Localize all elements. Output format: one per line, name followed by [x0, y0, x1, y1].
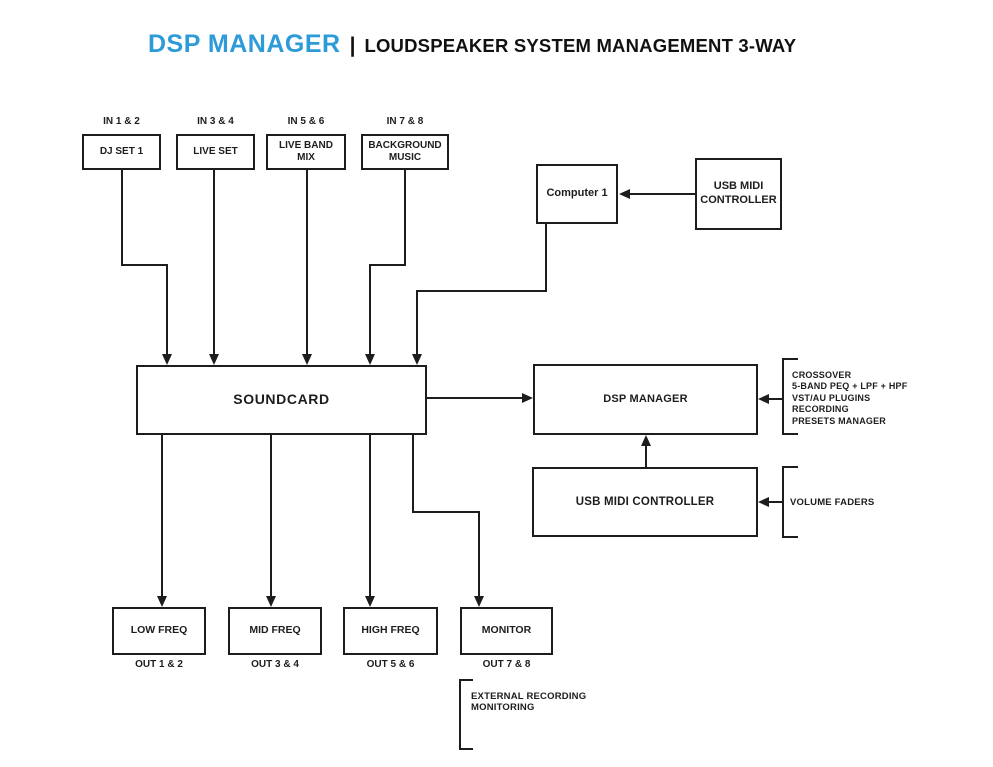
dsp-feature-item: PRESETS MANAGER: [792, 415, 887, 426]
node-usb-midi-controller-bottom: USB MIDI CONTROLLER: [532, 467, 758, 537]
connector-live-set-to-soundcard: [213, 170, 215, 355]
connector-soundcard-to-dsp-manager: [427, 397, 523, 399]
connector-dj-set-to-soundcard: [121, 170, 123, 266]
annotation-bracket-dsp-features: [782, 358, 798, 435]
input-port-label: IN 1 & 2: [103, 116, 140, 127]
arrowhead-down-icon: [162, 354, 172, 365]
node-usb-midi-controller-top: USB MIDI CONTROLLER: [695, 158, 782, 230]
node-background-music: BACKGROUND MUSIC: [361, 134, 449, 170]
connector-computer-to-soundcard: [416, 290, 418, 355]
arrowhead-down-icon: [365, 354, 375, 365]
arrowhead-up-icon: [641, 435, 651, 446]
node-soundcard: SOUNDCARD: [136, 365, 427, 435]
connector-soundcard-to-low-freq: [161, 435, 163, 596]
annotation-bracket-volume-faders: [782, 466, 798, 538]
node-monitor: MONITOR: [460, 607, 553, 655]
monitor-note-line: MONITORING: [471, 702, 535, 714]
connector-dj-set-to-soundcard: [166, 264, 168, 355]
dsp-feature-item: RECORDING: [792, 404, 849, 415]
arrowhead-left-icon: [619, 189, 630, 199]
arrowhead-left-icon: [758, 497, 769, 507]
page-title: DSP MANAGER | LOUDSPEAKER SYSTEM MANAGEM…: [148, 30, 796, 59]
node-dsp-manager: DSP MANAGER: [533, 364, 758, 435]
arrowhead-down-icon: [474, 596, 484, 607]
title-subtitle: LOUDSPEAKER SYSTEM MANAGEMENT 3-WAY: [364, 35, 797, 56]
monitor-note: EXTERNAL RECORDING MONITORING: [471, 691, 586, 714]
dsp-feature-list: CROSSOVER 5-BAND PEQ + LPF + HPF VST/AU …: [792, 370, 907, 427]
dsp-feature-item: VST/AU PLUGINS: [792, 392, 871, 403]
input-port-label: IN 5 & 6: [287, 116, 325, 127]
connector-background-music-to-soundcard: [369, 264, 371, 355]
node-low-freq: LOW FREQ: [112, 607, 206, 655]
output-port-label: OUT 5 & 6: [366, 659, 415, 670]
connector-live-band-mix-to-soundcard: [306, 170, 308, 355]
connector-features-to-dsp-manager: [769, 398, 782, 400]
output-port-label: OUT 7 & 8: [482, 659, 531, 670]
node-mid-freq: MID FREQ: [228, 607, 322, 655]
connector-usb-midi-to-computer: [630, 193, 695, 195]
title-brand: DSP MANAGER: [148, 30, 341, 58]
output-port-label: OUT 1 & 2: [135, 659, 183, 670]
node-high-freq: HIGH FREQ: [343, 607, 438, 655]
arrowhead-down-icon: [412, 354, 422, 365]
node-live-band-mix: LIVE BAND MIX: [266, 134, 346, 170]
monitor-note-line: EXTERNAL RECORDING: [471, 691, 587, 702]
dsp-feature-item: 5-BAND PEQ + LPF + HPF: [792, 381, 908, 392]
connector-soundcard-to-monitor: [412, 435, 414, 513]
connector-soundcard-to-high-freq: [369, 435, 371, 596]
node-live-set: LIVE SET: [176, 134, 255, 170]
connector-usb-midi-to-dsp-manager: [645, 446, 647, 467]
connector-computer-to-soundcard: [545, 224, 547, 292]
arrowhead-left-icon: [758, 394, 769, 404]
node-computer-1: Computer 1: [536, 164, 618, 224]
node-dj-set-1: DJ SET 1: [82, 134, 161, 170]
connector-background-music-to-soundcard: [404, 170, 406, 266]
arrowhead-down-icon: [365, 596, 375, 607]
arrowhead-down-icon: [302, 354, 312, 365]
connector-soundcard-to-mid-freq: [270, 435, 272, 596]
volume-faders-label: VOLUME FADERS: [790, 497, 875, 508]
arrowhead-down-icon: [266, 596, 276, 607]
arrowhead-down-icon: [209, 354, 219, 365]
input-port-label: IN 7 & 8: [386, 116, 424, 127]
connector-soundcard-to-monitor: [412, 511, 480, 513]
connector-computer-to-soundcard: [416, 290, 547, 292]
connector-background-music-to-soundcard: [369, 264, 406, 266]
annotation-bracket-monitor-note: [459, 679, 473, 750]
title-separator: |: [349, 34, 356, 57]
arrowhead-down-icon: [157, 596, 167, 607]
dsp-feature-item: CROSSOVER: [792, 370, 852, 380]
connector-dj-set-to-soundcard: [121, 264, 168, 266]
arrowhead-right-icon: [522, 393, 533, 403]
connector-faders-to-usb-midi: [769, 501, 782, 503]
input-port-label: IN 3 & 4: [197, 116, 234, 127]
output-port-label: OUT 3 & 4: [251, 659, 299, 670]
connector-soundcard-to-monitor: [478, 511, 480, 596]
